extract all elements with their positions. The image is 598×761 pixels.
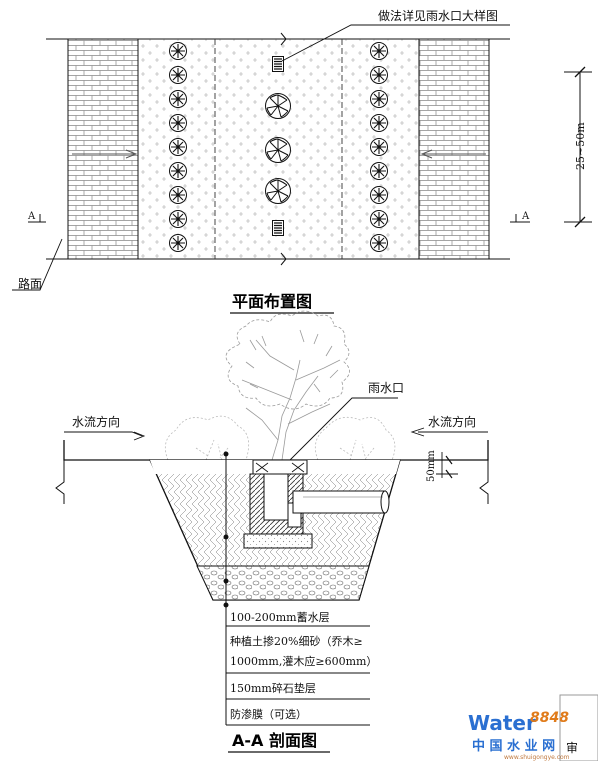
plan-view: A A 25~50m 做法详见雨水口大样图 路面 平面布置图	[12, 8, 592, 314]
flow-direction-left: 水流方向	[64, 414, 146, 441]
section-title: A-A 剖面图	[232, 731, 317, 750]
dim-50mm-label: 50mm	[426, 450, 437, 482]
tree-canopy	[225, 310, 350, 461]
rain-inlet-structure	[243, 459, 390, 549]
callout-detail-text: 做法详见雨水口大样图	[378, 8, 498, 23]
ground-left	[63, 440, 150, 461]
watermark: 审 Water 8848 中 国 水 业 网 www.shuigongye.co…	[468, 694, 598, 761]
shrub-right	[314, 416, 396, 461]
plan-road-left	[67, 38, 139, 260]
layer-membrane: 防渗膜（可选）	[230, 707, 307, 721]
corner-box	[559, 694, 598, 761]
inlet-grate-bottom	[272, 220, 284, 236]
shrub-column-right	[369, 41, 389, 253]
plan-title: 平面布置图	[232, 292, 312, 311]
dim-50mm: 50mm	[426, 450, 458, 482]
layer-soil-line1: 种植土掺20%细砂（乔木≥	[230, 634, 363, 648]
ground-right	[400, 440, 489, 461]
plan-road-right	[418, 38, 490, 260]
watermark-url: www.shuigongye.com	[504, 754, 570, 761]
layer-gravel: 150mm碎石垫层	[230, 681, 316, 695]
flow-right-label: 水流方向	[428, 414, 476, 429]
watermark-cn: 中 国 水 业 网	[472, 738, 555, 754]
section-mark-left-label: A	[27, 211, 36, 222]
layer-soil-line2: 1000mm,灌木应≥600mm）	[230, 654, 377, 668]
plan-break-marks	[280, 32, 287, 266]
break-right	[479, 460, 489, 504]
layer-table	[226, 625, 370, 726]
callout-road: 路面	[12, 238, 63, 291]
gravel-layer	[196, 565, 370, 601]
flow-direction-right: 水流方向	[410, 414, 488, 437]
section-mark-right: A	[510, 211, 530, 223]
flow-arrow-left	[72, 149, 138, 159]
watermark-number: 8848	[530, 710, 569, 726]
corner-text: 审	[566, 740, 578, 755]
watermark-logo: Water	[468, 711, 536, 735]
section-mark-right-label: A	[521, 211, 530, 222]
callout-detail: 做法详见雨水口大样图	[281, 8, 510, 62]
callout-inlet: 雨水口	[289, 381, 404, 461]
layer-leader-dots	[223, 451, 229, 725]
tree-column-center	[265, 93, 291, 204]
layer-ponding: 100-200mm蓄水层	[230, 611, 330, 624]
section-mark-left: A	[27, 211, 46, 223]
section-view: 100-200mm蓄水层 种植土掺20%细砂（乔木≥ 1000mm,灌木应≥60…	[55, 310, 489, 753]
inlet-grate-top	[272, 56, 284, 72]
flow-arrow-right	[420, 149, 486, 159]
inlet-label: 雨水口	[368, 381, 404, 395]
flow-left-label: 水流方向	[72, 414, 120, 429]
dimension-label: 25~50m	[574, 122, 587, 170]
break-left	[55, 460, 65, 504]
road-label: 路面	[18, 276, 42, 291]
shrub-left	[164, 415, 250, 461]
shrub-column-left	[168, 41, 188, 253]
dimension-line: 25~50m	[564, 66, 592, 228]
